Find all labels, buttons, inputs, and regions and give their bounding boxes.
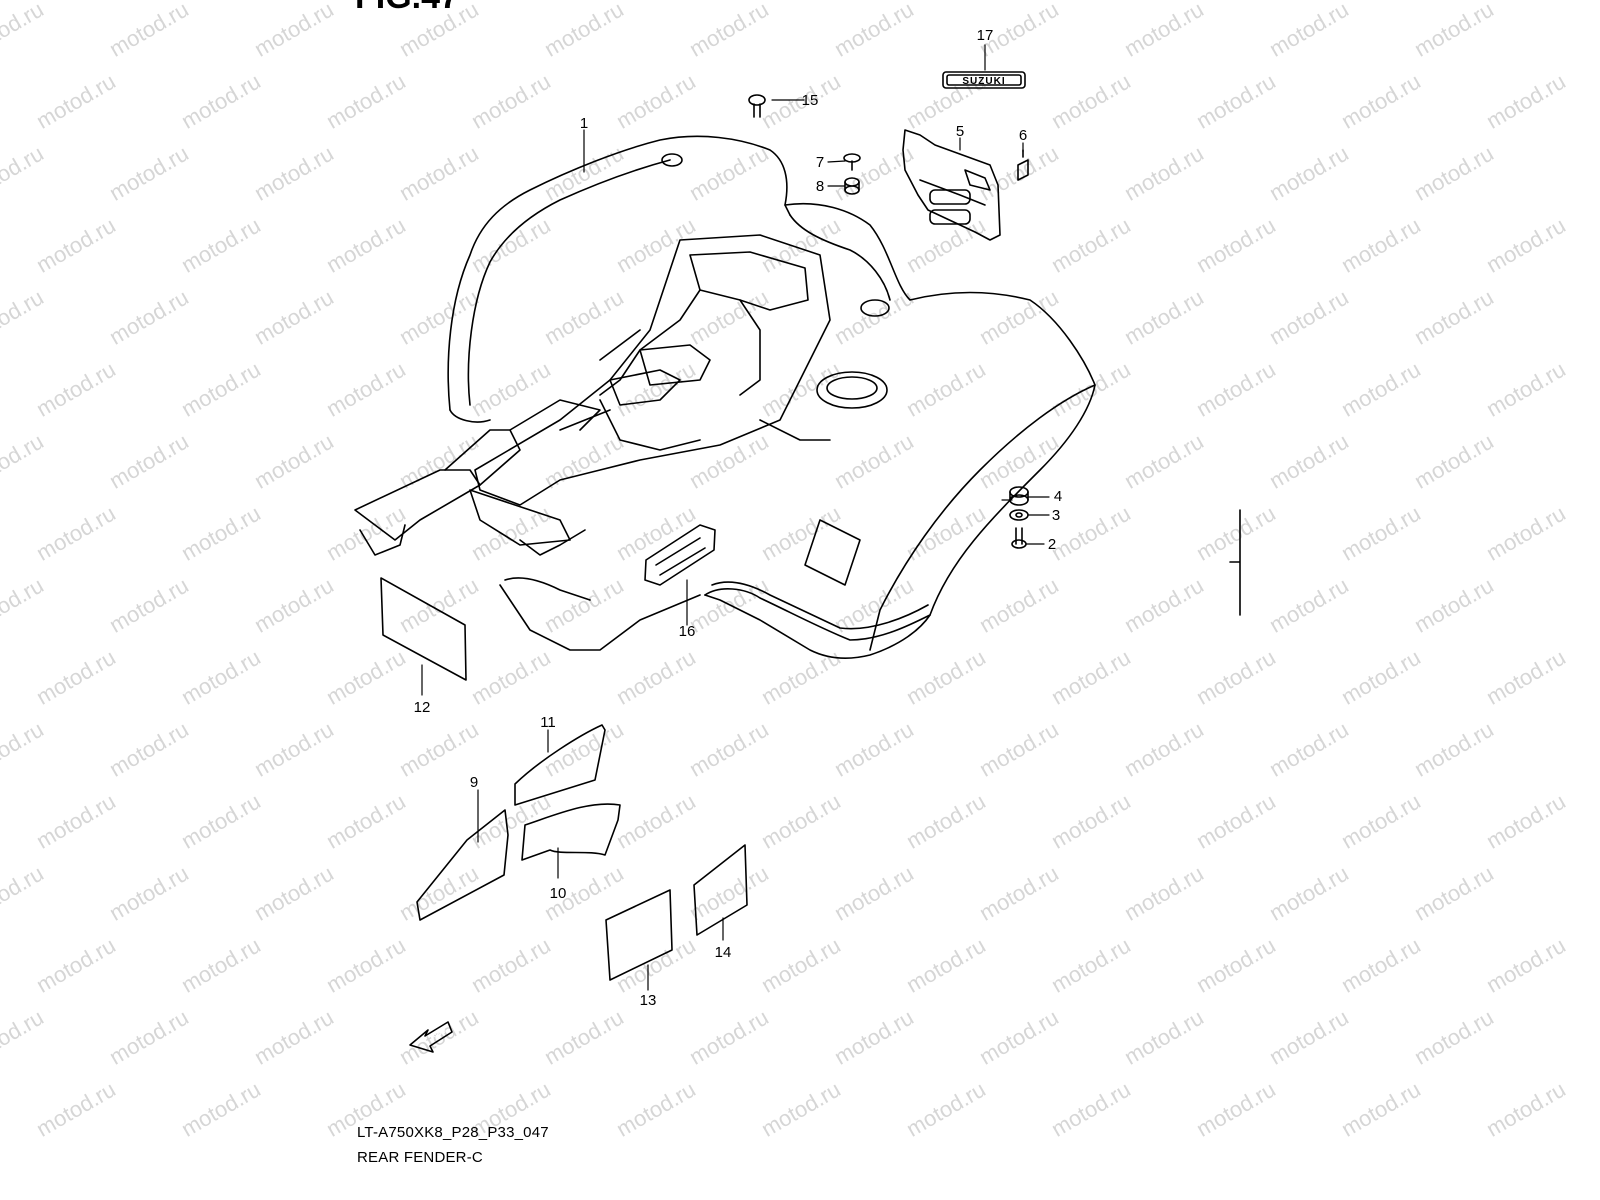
cushion-4-part: [1009, 486, 1029, 506]
sticker-13-part: [605, 889, 673, 981]
sticker-12-part: [380, 577, 467, 681]
callout-8: 8: [816, 178, 824, 195]
callout-15: 15: [802, 92, 819, 109]
bracket-part: [902, 129, 1001, 241]
fwd-arrow-part: [409, 1021, 453, 1053]
callout-5: 5: [956, 123, 964, 140]
callout-2: 2: [1048, 536, 1056, 553]
decal-4x4-part: [644, 524, 716, 586]
callout-4: 4: [1054, 488, 1062, 505]
callout-12: 12: [414, 699, 431, 716]
bolt-2-part: [1011, 527, 1027, 549]
suzuki-badge-lettering: SUZUKI: [962, 76, 1005, 87]
callout-14: 14: [715, 944, 732, 961]
callout-10: 10: [550, 885, 567, 902]
diagram-name: REAR FENDER-C: [357, 1149, 483, 1166]
leader-lines: [421, 44, 1050, 991]
sticker-9-part: [416, 809, 509, 921]
callout-11: 11: [540, 714, 556, 731]
callout-9: 9: [470, 774, 478, 791]
screw-7-part: [843, 153, 861, 171]
callout-16: 16: [679, 623, 696, 640]
grommet-8-part: [844, 177, 860, 195]
sticker-14-part: [693, 844, 748, 936]
callout-3: 3: [1052, 507, 1060, 524]
callout-13: 13: [640, 992, 657, 1009]
callout-17: 17: [977, 27, 994, 44]
screw-15-part: [748, 94, 766, 118]
sticker-11-part: [514, 724, 606, 806]
nut-6-part: [1017, 149, 1029, 181]
callout-1: 1: [580, 115, 588, 132]
diagram-code: LT-A750XK8_P28_P33_047: [357, 1124, 549, 1141]
figure-title: FIG.47: [355, 0, 459, 17]
rear-fender-part: [354, 135, 1096, 660]
callout-7: 7: [816, 154, 824, 171]
sticker-10-part: [521, 803, 621, 861]
callout-6: 6: [1019, 127, 1027, 144]
svg-text:SUZUKI: SUZUKI: [962, 76, 1005, 87]
washer-3-part: [1009, 509, 1029, 521]
reference-line: [1229, 509, 1241, 616]
suzuki-badge-part: [942, 71, 1026, 89]
